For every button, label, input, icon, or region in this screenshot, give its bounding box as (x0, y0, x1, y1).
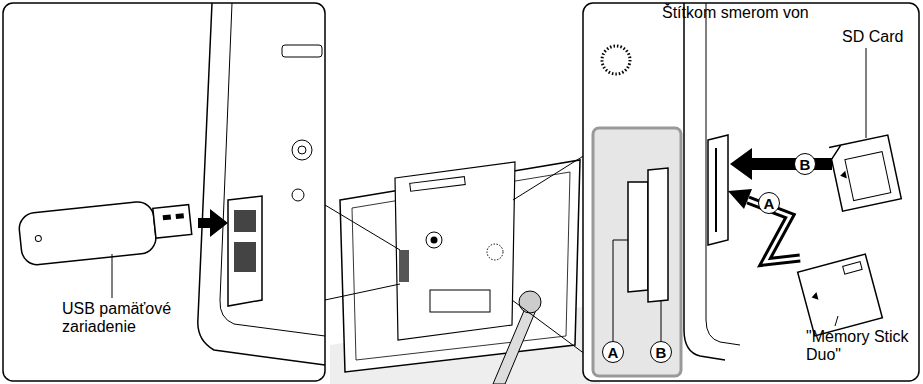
sd-card-label (845, 152, 891, 201)
usb-plug (153, 205, 192, 239)
leader-line (613, 240, 628, 341)
memory-stick-logo (843, 262, 862, 274)
insert-arrow (730, 148, 832, 180)
memory-stick-mark (811, 292, 819, 301)
back-button (431, 237, 438, 244)
panel-heading: Štítkom smerom von (662, 4, 809, 22)
card-slot (715, 148, 717, 232)
callout-letter: A (758, 192, 780, 214)
detail-panel (3, 3, 325, 381)
sd-card-mark (839, 171, 847, 180)
speaker (602, 46, 630, 74)
memory-stick-body (798, 254, 883, 336)
leader-line (835, 316, 838, 326)
frame-button (292, 140, 312, 160)
callout-letter: A (602, 341, 624, 363)
memory-stick (798, 254, 883, 336)
callout-letter: B (650, 341, 672, 363)
speaker (487, 244, 503, 260)
usb-plug-hole (176, 213, 184, 219)
sd-card (829, 135, 901, 211)
back-slot (410, 177, 466, 192)
usb-plug-hole (163, 215, 171, 221)
sd-card-body (829, 135, 901, 211)
frame-stand (493, 306, 536, 384)
part-name: SD Card (842, 28, 903, 46)
frame-button (292, 189, 304, 201)
slot-a (628, 182, 648, 292)
leader-line (112, 254, 113, 298)
zoom-line (513, 150, 593, 200)
part-name: USB pamäťové zariadenie (62, 300, 192, 336)
leader-line (866, 48, 867, 138)
back-panel (395, 162, 515, 340)
photo-frame (340, 160, 580, 372)
usb-port (234, 242, 256, 272)
usb-port (234, 210, 256, 232)
insert-arrowhead (728, 189, 752, 209)
usb-stick-loop (35, 235, 42, 242)
callout-letter: B (794, 153, 816, 175)
usb-port (399, 250, 409, 282)
insert-arrow (198, 209, 228, 237)
frame-edge (220, 3, 325, 336)
frame-slot (282, 45, 322, 57)
detail-panel (583, 3, 919, 381)
slot-b (648, 168, 668, 302)
usb-stick (18, 197, 193, 267)
back-button (426, 232, 442, 248)
zoom-line (325, 284, 400, 300)
card-slot-housing (708, 135, 728, 245)
frame-edge (198, 3, 325, 365)
inset-box (593, 128, 681, 376)
part-name: "Memory Stick Duo" (806, 328, 922, 364)
back-label (430, 290, 490, 312)
usb-port-housing (228, 196, 262, 306)
zoom-line (325, 205, 400, 250)
zoom-line (512, 300, 593, 360)
stand-hinge (519, 291, 541, 313)
leader-line (661, 301, 662, 341)
frame-button (298, 146, 306, 154)
usb-stick-body (18, 200, 158, 266)
frame-edge (706, 3, 740, 345)
